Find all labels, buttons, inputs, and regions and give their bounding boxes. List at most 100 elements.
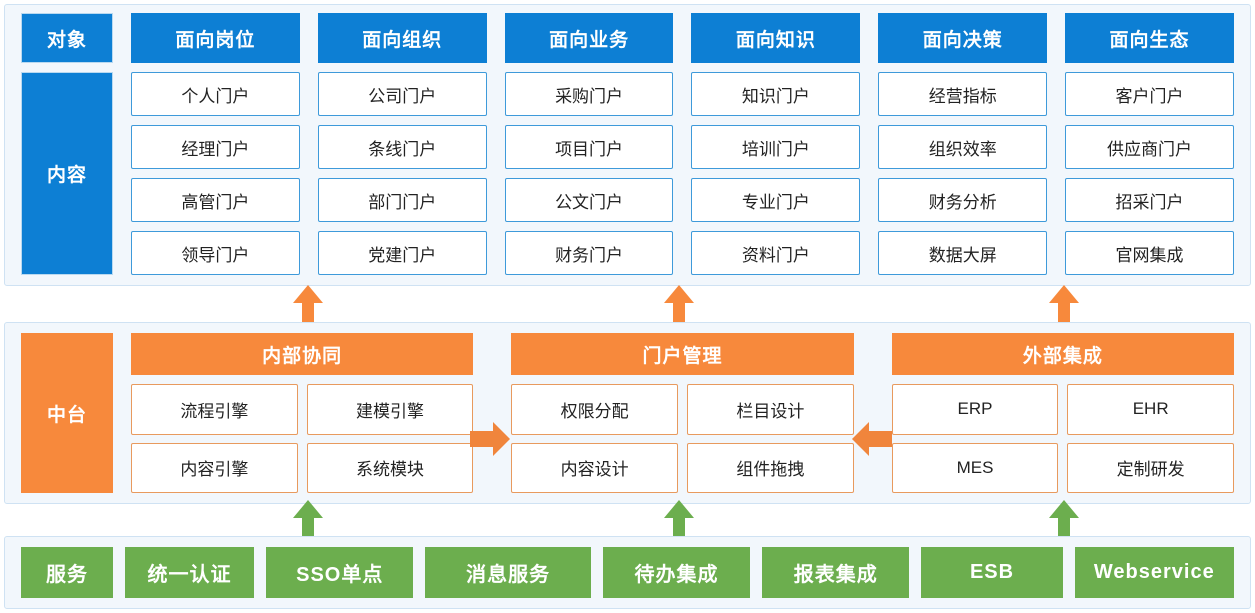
middle-cell[interactable]: 权限分配 xyxy=(511,384,678,435)
top-cell[interactable]: 官网集成 xyxy=(1065,231,1234,275)
top-cell[interactable]: 条线门户 xyxy=(317,125,487,169)
middle-group-0-rows: 流程引擎 建模引擎 内容引擎 系统模块 xyxy=(131,384,474,493)
middle-row: MES 定制研发 xyxy=(891,442,1234,493)
top-cell[interactable]: 采购门户 xyxy=(504,72,674,116)
middle-row: ERP EHR xyxy=(891,384,1234,435)
middle-group-1-header[interactable]: 门户管理 xyxy=(511,333,854,375)
bottom-cell-esb[interactable]: ESB xyxy=(921,547,1063,598)
arrow-stem xyxy=(302,516,314,538)
arrow-right-collab-to-portal xyxy=(470,422,510,456)
top-cell[interactable]: 培训门户 xyxy=(691,125,861,169)
bottom-layer-grid: 服务 统一认证 SSO单点 消息服务 待办集成 报表集成 ESB Webserv… xyxy=(21,547,1234,598)
top-axis-body-label: 内容 xyxy=(21,72,113,275)
top-cell[interactable]: 招采门户 xyxy=(1065,178,1234,222)
bottom-cell-webservice[interactable]: Webservice xyxy=(1074,547,1234,598)
bottom-cell-service[interactable]: 服务 xyxy=(21,547,113,598)
middle-cell[interactable]: ERP xyxy=(891,384,1059,435)
top-column-0: 面向岗位 个人门户 经理门户 高管门户 领导门户 xyxy=(131,13,300,275)
top-cell[interactable]: 领导门户 xyxy=(131,231,300,275)
arrow-up-green-center xyxy=(664,500,694,538)
arrow-stem xyxy=(470,431,494,447)
top-cell[interactable]: 经营指标 xyxy=(878,72,1048,116)
top-cell[interactable]: 组织效率 xyxy=(878,125,1048,169)
top-column-4: 面向决策 经营指标 组织效率 财务分析 数据大屏 xyxy=(878,13,1048,275)
arrow-up-green-right xyxy=(1049,500,1079,538)
arrow-stem xyxy=(1058,516,1070,538)
middle-cell[interactable]: 建模引擎 xyxy=(306,384,474,435)
top-cell[interactable]: 个人门户 xyxy=(131,72,300,116)
middle-cell[interactable]: 定制研发 xyxy=(1067,442,1234,493)
top-cell[interactable]: 部门门户 xyxy=(317,178,487,222)
bottom-layer-panel: 服务 统一认证 SSO单点 消息服务 待办集成 报表集成 ESB Webserv… xyxy=(4,536,1251,609)
middle-group-2: 外部集成 ERP EHR MES 定制研发 xyxy=(891,333,1234,493)
middle-cell[interactable]: 内容设计 xyxy=(511,442,678,493)
middle-group-0-header[interactable]: 内部协同 xyxy=(131,333,474,375)
top-cell[interactable]: 项目门户 xyxy=(504,125,674,169)
top-column-5-header[interactable]: 面向生态 xyxy=(1065,13,1234,63)
middle-axis-label: 中台 xyxy=(21,333,113,493)
top-column-3: 面向知识 知识门户 培训门户 专业门户 资料门户 xyxy=(691,13,861,275)
middle-cell[interactable]: 组件拖拽 xyxy=(687,442,854,493)
top-cell[interactable]: 公文门户 xyxy=(504,178,674,222)
bottom-cell-message[interactable]: 消息服务 xyxy=(425,547,591,598)
bottom-cell-report[interactable]: 报表集成 xyxy=(762,547,910,598)
middle-cell[interactable]: 栏目设计 xyxy=(687,384,854,435)
top-cell[interactable]: 资料门户 xyxy=(691,231,861,275)
middle-cell[interactable]: 系统模块 xyxy=(306,442,474,493)
top-axis-header: 对象 xyxy=(21,13,113,63)
arrow-stem xyxy=(673,516,685,538)
top-cell[interactable]: 数据大屏 xyxy=(878,231,1048,275)
middle-group-0: 内部协同 流程引擎 建模引擎 内容引擎 系统模块 xyxy=(131,333,474,493)
bottom-cell-auth[interactable]: 统一认证 xyxy=(125,547,255,598)
arrow-stem xyxy=(1058,301,1070,323)
top-cell[interactable]: 专业门户 xyxy=(691,178,861,222)
top-layer-panel: 对象 内容 面向岗位 个人门户 经理门户 高管门户 领导门户 面向组织 公司门户… xyxy=(4,4,1251,286)
top-cell[interactable]: 供应商门户 xyxy=(1065,125,1234,169)
top-column-1: 面向组织 公司门户 条线门户 部门门户 党建门户 xyxy=(317,13,487,275)
middle-group-2-rows: ERP EHR MES 定制研发 xyxy=(891,384,1234,493)
middle-group-1: 门户管理 权限分配 栏目设计 内容设计 组件拖拽 xyxy=(511,333,854,493)
top-cell[interactable]: 公司门户 xyxy=(317,72,487,116)
top-column-1-header[interactable]: 面向组织 xyxy=(317,13,487,63)
middle-layer-panel: 中台 内部协同 流程引擎 建模引擎 内容引擎 系统模块 门户管理 xyxy=(4,322,1251,504)
bottom-cell-sso[interactable]: SSO单点 xyxy=(266,547,414,598)
top-column-0-header[interactable]: 面向岗位 xyxy=(131,13,300,63)
top-column-2: 面向业务 采购门户 项目门户 公文门户 财务门户 xyxy=(504,13,674,275)
top-cell[interactable]: 党建门户 xyxy=(317,231,487,275)
top-column-3-header[interactable]: 面向知识 xyxy=(691,13,861,63)
middle-row: 流程引擎 建模引擎 xyxy=(131,384,474,435)
middle-cell[interactable]: MES xyxy=(891,442,1059,493)
middle-cell[interactable]: 流程引擎 xyxy=(131,384,298,435)
middle-gap-left xyxy=(473,333,511,493)
middle-gap-right xyxy=(854,333,892,493)
middle-cell[interactable]: EHR xyxy=(1067,384,1234,435)
arrow-head-icon xyxy=(852,422,869,456)
top-cell[interactable]: 知识门户 xyxy=(691,72,861,116)
bottom-cell-todo[interactable]: 待办集成 xyxy=(602,547,751,598)
middle-group-1-rows: 权限分配 栏目设计 内容设计 组件拖拽 xyxy=(511,384,854,493)
arrow-stem xyxy=(868,431,892,447)
top-cell[interactable]: 财务门户 xyxy=(504,231,674,275)
middle-layer-grid: 中台 内部协同 流程引擎 建模引擎 内容引擎 系统模块 门户管理 xyxy=(21,333,1234,493)
middle-group-2-header[interactable]: 外部集成 xyxy=(891,333,1234,375)
arrow-head-icon xyxy=(1049,285,1079,303)
top-column-2-header[interactable]: 面向业务 xyxy=(504,13,674,63)
arrow-stem xyxy=(302,301,314,323)
arrow-stem xyxy=(673,301,685,323)
top-cell[interactable]: 高管门户 xyxy=(131,178,300,222)
arrow-head-icon xyxy=(1049,500,1079,518)
middle-row: 内容引擎 系统模块 xyxy=(131,442,474,493)
arrow-head-icon xyxy=(493,422,510,456)
top-axis-column: 对象 内容 xyxy=(21,13,113,275)
middle-cell[interactable]: 内容引擎 xyxy=(131,442,298,493)
top-cell[interactable]: 客户门户 xyxy=(1065,72,1234,116)
top-cell[interactable]: 经理门户 xyxy=(131,125,300,169)
top-column-5: 面向生态 客户门户 供应商门户 招采门户 官网集成 xyxy=(1065,13,1234,275)
arrow-head-icon xyxy=(293,285,323,303)
top-column-4-header[interactable]: 面向决策 xyxy=(878,13,1048,63)
top-layer-grid: 对象 内容 面向岗位 个人门户 经理门户 高管门户 领导门户 面向组织 公司门户… xyxy=(21,13,1234,275)
top-cell[interactable]: 财务分析 xyxy=(878,178,1048,222)
arrow-up-orange-right xyxy=(1049,285,1079,323)
arrow-head-icon xyxy=(664,285,694,303)
